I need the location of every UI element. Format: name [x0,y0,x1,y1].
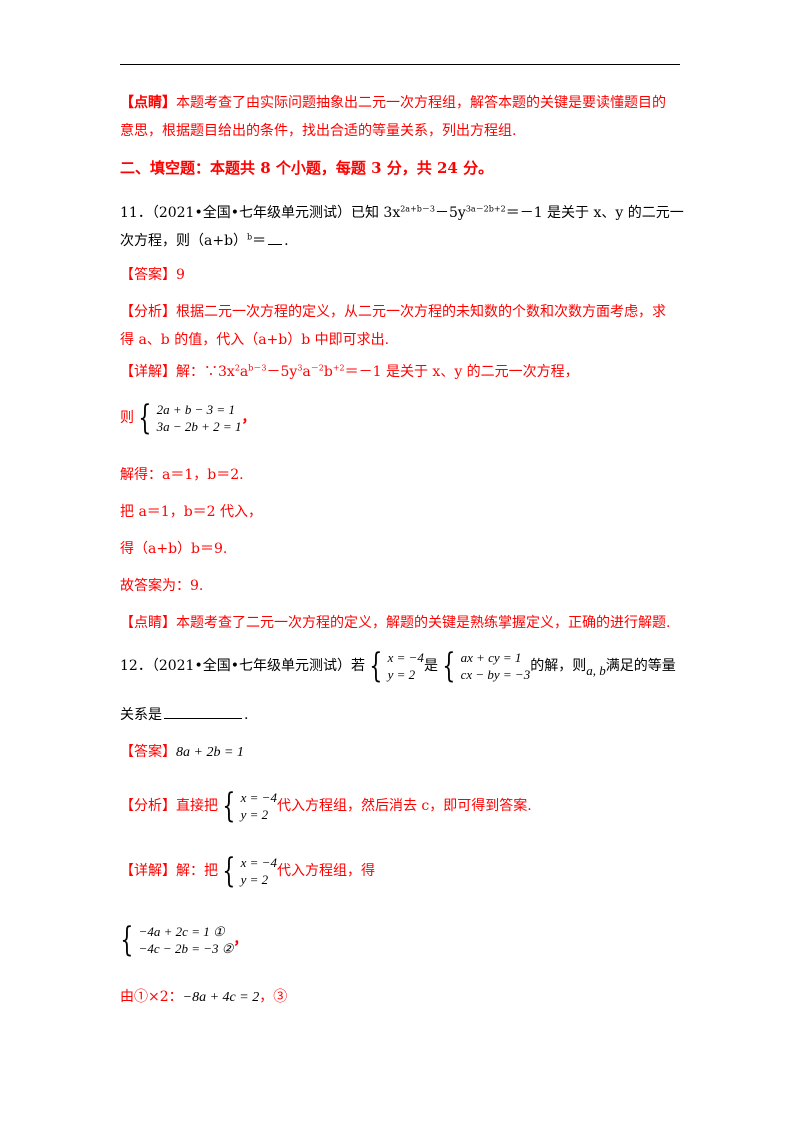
question-11-line2: 次方程，则（a+b）b＝. [120,232,289,249]
analysis-11-line2: 得 a、b 的值，代入（a+b）b 中即可求出. [120,332,390,348]
analysis-11-line1: 【分析】根据二元一次方程的定义，从二元一次方程的未知数的个数和次数方面考虑，求 [120,304,666,320]
question-12-line2: 关系是. [120,706,249,723]
detail-12-system: {−4a + 2c = 1 ①−4c − 2b = −3 ②， [116,920,247,960]
section-heading: 二、填空题：本题共 8 个小题，每题 3 分，共 24 分。 [120,159,494,177]
brace-icon: { [369,646,383,686]
answer-11: 【答案】9 [120,267,185,283]
detail-11-final: 故答案为：9. [120,578,204,594]
review-tag: 【点睛】 [120,95,176,111]
brace-icon: { [222,786,236,826]
detail-12-step: 由①×2：−8a + 4c = 2，③ [120,989,288,1005]
review-11: 【点睛】本题考查了二元一次方程的定义，解题的关键是熟练掌握定义，正确的进行解题. [120,615,671,631]
answer-12: 【答案】8a + 2b = 1 [120,744,244,760]
detail-11-line1: 【详解】解：∵3x2ab－3－5y3a－2b+2＝－1 是关于 x、y 的二元一… [120,363,579,380]
detail-11-substitute: 把 a＝1，b＝2 代入， [120,504,263,520]
review-paragraph-line1: 【点睛】本题考查了由实际问题抽象出二元一次方程组，解答本题的关键是要读懂题目的 [120,95,666,111]
brace-icon: { [222,851,236,891]
header-rule [120,64,680,65]
brace-icon: { [442,646,456,686]
detail-11-result: 得（a+b）b＝9. [120,541,228,557]
brace-icon: { [120,920,134,960]
question-11-line1: 11．（2021•全国•七年级单元测试）已知 3x2a+b－3－5y3a－2b+… [120,204,684,221]
detail-11-solve: 解得：a＝1，b＝2. [120,467,244,483]
answer-blank[interactable] [268,232,283,245]
equation-system: {−4a + 2c = 1 ①−4c − 2b = −3 ② [120,920,234,960]
brace-icon: { [138,398,152,438]
answer-blank[interactable] [164,706,242,719]
review-paragraph-line2: 意思，根据题目给出的条件，找出合适的等量关系，列出方程组. [120,123,517,139]
